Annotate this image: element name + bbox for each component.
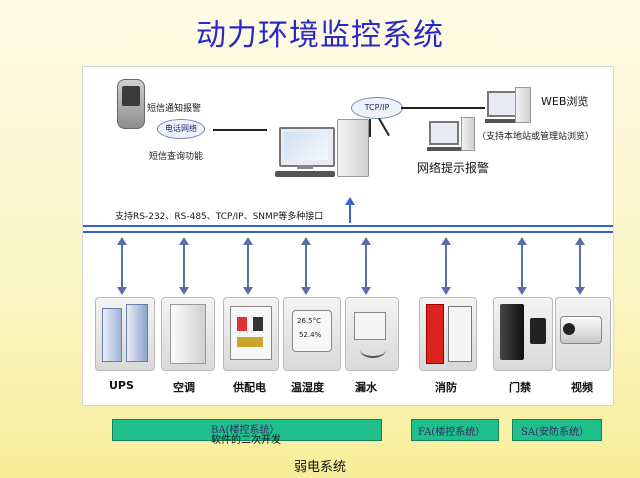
ups-arrow — [117, 237, 127, 295]
ups-icon — [102, 308, 122, 362]
tcpip-web-line — [401, 107, 485, 109]
air-conditioner-icon — [170, 304, 206, 364]
fire-panel-icon — [448, 306, 472, 362]
power-arrow — [243, 237, 253, 295]
device-label-thermo: 温湿度 — [291, 381, 324, 394]
fire-arrow — [441, 237, 451, 295]
device-label-ups: UPS — [109, 379, 134, 392]
video-camera-icon — [560, 316, 602, 344]
access-device — [493, 297, 553, 371]
ups-icon-2 — [126, 304, 148, 362]
device-label-power: 供配电 — [233, 381, 266, 394]
sms-alarm-label: 短信通知报警 — [147, 104, 202, 114]
leak-cable-icon — [360, 342, 386, 358]
access-control-icon — [500, 304, 524, 360]
ba-bar: BA(楼控系统） 软件的二次开发 — [112, 419, 382, 446]
mobile-phone-icon — [117, 79, 145, 129]
fa-bar-label: FA(楼控系统） — [418, 427, 486, 438]
page-title: 动力环境监控系统 — [196, 18, 444, 53]
web-note-label: （支持本地站或管理站浏览） — [477, 132, 595, 142]
interfaces-up-arrowhead — [345, 197, 355, 205]
web-tower-icon — [515, 87, 531, 123]
phone-network-label: 电话网络 — [165, 124, 197, 133]
diagram-panel: 短信通知报警 电话网络 短信查询功能 TCP/IP WEB浏览 （支持本地站或管… — [82, 66, 614, 406]
phone-network-cloud: 电话网络 — [157, 119, 205, 139]
alarm-tower-icon — [461, 117, 475, 151]
device-label-access: 门禁 — [509, 381, 531, 394]
video-device — [555, 297, 611, 371]
power-device — [223, 297, 279, 371]
thermo-device: 26.5°C 52.4% — [283, 297, 341, 371]
footer-label: 弱电系统 — [293, 460, 346, 475]
sa-bar-label: SA(安防系统） — [521, 427, 589, 438]
interfaces-label: 支持RS-232、RS-485、TCP/IP、SNMP等多种接口 — [115, 212, 324, 222]
power-distribution-icon — [230, 306, 272, 360]
aircon-device — [161, 297, 215, 371]
tcpip-label: TCP/IP — [364, 103, 390, 112]
thermo-arrow — [301, 237, 311, 295]
ups-device — [95, 297, 155, 371]
tcpip-cloud: TCP/IP — [351, 97, 403, 119]
leak-arrow — [361, 237, 371, 295]
water-leak-icon — [354, 312, 386, 340]
thermo-hygrometer-icon: 26.5°C 52.4% — [292, 310, 332, 352]
phone-link-line — [213, 129, 267, 131]
device-label-video: 视频 — [571, 381, 593, 394]
ba-bar-label: BA(楼控系统） — [211, 425, 280, 436]
device-label-aircon: 空调 — [173, 381, 195, 394]
fire-protection-icon — [426, 304, 444, 364]
temp-readout: 26.5°C — [297, 317, 321, 325]
leak-device — [345, 297, 399, 371]
access-arrow — [517, 237, 527, 295]
interfaces-up-arrow — [349, 203, 351, 223]
server-workstation-icon — [275, 119, 369, 179]
sms-query-label: 短信查询功能 — [149, 152, 204, 162]
web-browse-label: WEB浏览 — [541, 95, 589, 108]
network-alarm-label: 网络提示报警 — [417, 161, 490, 175]
tcpip-link-line — [369, 119, 371, 137]
aircon-arrow — [179, 237, 189, 295]
bus-line-bottom — [83, 231, 613, 233]
ba-bar-sublabel: 软件的二次开发 — [211, 435, 281, 446]
sa-bar: SA(安防系统） — [512, 419, 602, 441]
hum-readout: 52.4% — [299, 331, 322, 339]
device-label-fire: 消防 — [435, 381, 457, 394]
fire-device — [419, 297, 477, 371]
fa-bar: FA(楼控系统） — [411, 419, 499, 441]
video-arrow — [575, 237, 585, 295]
tcpip-alarm-line — [378, 117, 390, 137]
device-label-leak: 漏水 — [355, 381, 377, 394]
bus-line-top — [83, 225, 613, 227]
alarm-computer-icon — [427, 121, 465, 155]
web-computer-icon — [485, 91, 525, 131]
card-reader-icon — [530, 318, 546, 344]
